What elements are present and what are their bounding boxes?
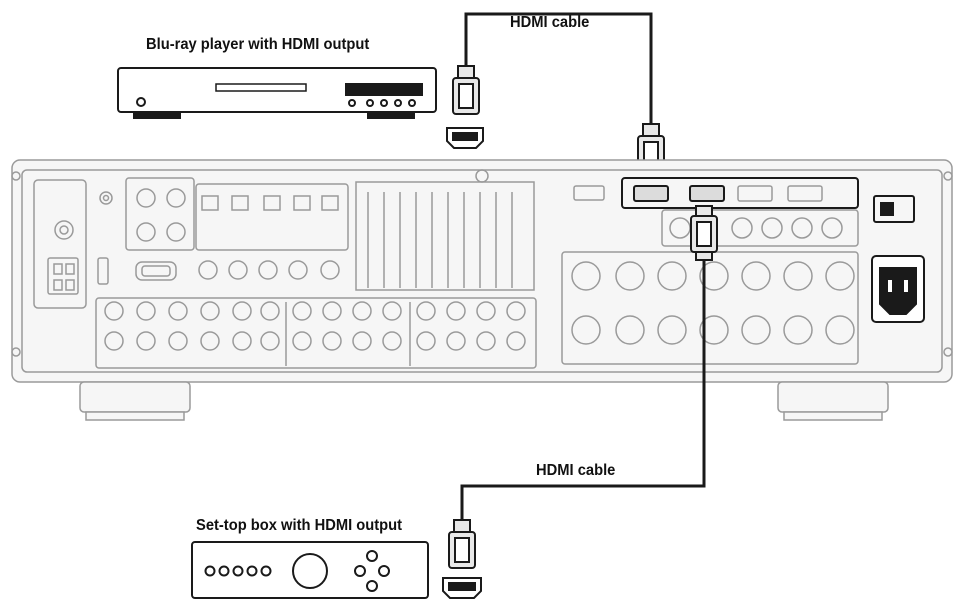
hdmi-plug-icon [690,205,718,261]
hdmi-cable-top [464,12,653,124]
bluray-player [117,67,437,119]
hdmi-cable-bottom [460,250,706,522]
hdmi-port-icon [446,127,484,149]
power-socket-icon [871,255,925,323]
hdmi-cable-top-label: HDMI cable [510,14,590,31]
hdmi-cable-bottom-label: HDMI cable [536,462,616,479]
set-top-box-label: Set-top box with HDMI output [196,517,403,534]
receiver-rear-panel [11,159,953,421]
hdmi-plug-icon [448,519,476,569]
hdmi-plug-icon [452,65,480,115]
bluray-player-label: Blu-ray player with HDMI output [146,36,370,53]
set-top-box [191,541,429,599]
hdmi-port-icon [442,577,482,599]
